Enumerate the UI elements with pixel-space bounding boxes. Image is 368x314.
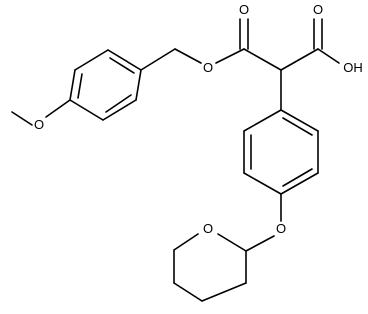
bond-ringA-6 bbox=[69, 99, 104, 121]
bond-ringB-1-inner bbox=[282, 117, 313, 136]
bond-ringA-5 bbox=[102, 99, 137, 121]
atom-ester-link-oxygen: O bbox=[203, 60, 213, 75]
bond-ringA-3-inner bbox=[109, 57, 135, 74]
bonds bbox=[11, 18, 340, 302]
bond-methyl-o bbox=[11, 111, 33, 126]
atom-aryl-ether-oxygen: O bbox=[276, 221, 286, 236]
bond-ringB-1 bbox=[280, 109, 319, 132]
bond-ring-ch2 bbox=[140, 48, 176, 71]
bond-ch-acid bbox=[280, 48, 319, 71]
bond-thp-1 bbox=[217, 233, 247, 252]
atom-ring-oxygen: O bbox=[203, 221, 213, 236]
bond-ringA-3 bbox=[107, 49, 142, 71]
bond-ringA-1-inner bbox=[77, 73, 83, 99]
atom-acid-hydroxyl: OH bbox=[343, 60, 363, 75]
bond-ringA-5-inner bbox=[105, 94, 132, 113]
atom-methoxy-oxygen: O bbox=[34, 117, 44, 132]
bond-thp-5 bbox=[201, 282, 247, 302]
bond-o-anomeric bbox=[245, 235, 275, 252]
bond-ringA-4 bbox=[135, 69, 142, 101]
bond-ringB-6 bbox=[243, 109, 282, 132]
bond-carbonyl-ch bbox=[243, 48, 282, 71]
atom-labels: O O O O OH O O bbox=[34, 2, 363, 236]
atom-acid-carbonyl-oxygen: O bbox=[313, 2, 323, 17]
atom-ester-carbonyl-oxygen: O bbox=[239, 2, 249, 17]
bond-o-carbonyl bbox=[215, 48, 245, 64]
bond-ringA-1 bbox=[69, 69, 76, 101]
bond-ringB-3-inner bbox=[282, 168, 313, 187]
bond-ringB-3 bbox=[280, 172, 319, 195]
bond-o-aryl bbox=[45, 99, 71, 118]
bond-ringA-2 bbox=[74, 49, 109, 71]
bond-ch2-o bbox=[174, 48, 202, 64]
bond-acid-oh bbox=[317, 48, 340, 64]
bond-thp-4 bbox=[173, 282, 203, 302]
bond-ringB-4 bbox=[243, 172, 282, 195]
bond-thp-2 bbox=[173, 233, 199, 251]
